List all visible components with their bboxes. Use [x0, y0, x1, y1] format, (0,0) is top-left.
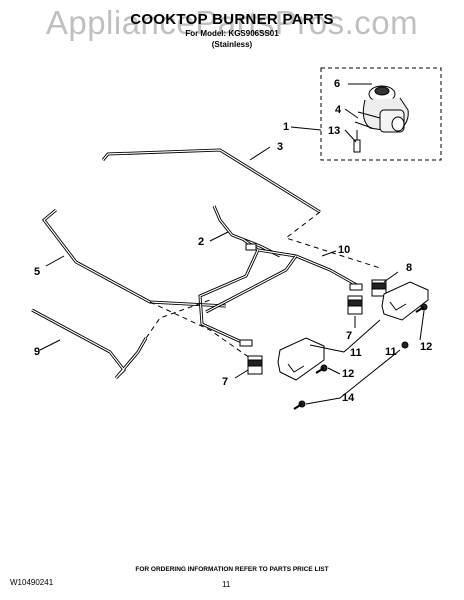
tube-part-9	[31, 308, 148, 380]
valve-part-8	[371, 279, 387, 297]
document-id: W10490241	[10, 578, 54, 587]
callout-6: 6	[334, 78, 341, 90]
burner-inset-box	[320, 67, 442, 161]
callout-2: 2	[198, 236, 205, 248]
tube-part-3	[101, 148, 321, 214]
callout-4: 4	[335, 104, 342, 116]
screw-parts	[293, 303, 428, 410]
callout-11-right: 11	[385, 346, 397, 358]
bracket-part-11-upper	[381, 281, 429, 321]
ordering-note: FOR ORDERING INFORMATION REFER TO PARTS …	[135, 566, 329, 573]
valve-part-7-lower	[247, 355, 263, 375]
callout-12-right: 12	[420, 341, 433, 353]
valve-part-7-upper	[347, 295, 363, 315]
manifold-tube	[198, 238, 363, 347]
page-title: COOKTOP BURNER PARTS	[130, 11, 334, 28]
callout-13: 13	[328, 125, 341, 137]
callout-12-left: 12	[342, 368, 355, 380]
callout-5: 5	[34, 266, 41, 278]
callout-7-lower: 7	[222, 376, 229, 388]
callout-9: 9	[34, 346, 41, 358]
callout-11-left: 11	[350, 347, 362, 359]
tube-part-5	[41, 208, 227, 308]
callout-7-upper: 7	[346, 330, 353, 342]
watermark: AppliancePartsPros.com	[45, 4, 419, 41]
callout-14: 14	[342, 392, 355, 404]
callout-1: 1	[283, 121, 290, 133]
model-line: For Model: KGS906SS01	[185, 29, 279, 38]
burner-valve-assembly	[353, 85, 409, 153]
page-number: 11	[222, 580, 231, 589]
callout-10: 10	[338, 244, 351, 256]
tube-part-2	[212, 205, 281, 258]
finish-label: (Stainless)	[211, 40, 253, 49]
bracket-part-11-lower	[277, 337, 325, 381]
callout-8: 8	[406, 262, 413, 274]
callout-3: 3	[277, 141, 284, 153]
